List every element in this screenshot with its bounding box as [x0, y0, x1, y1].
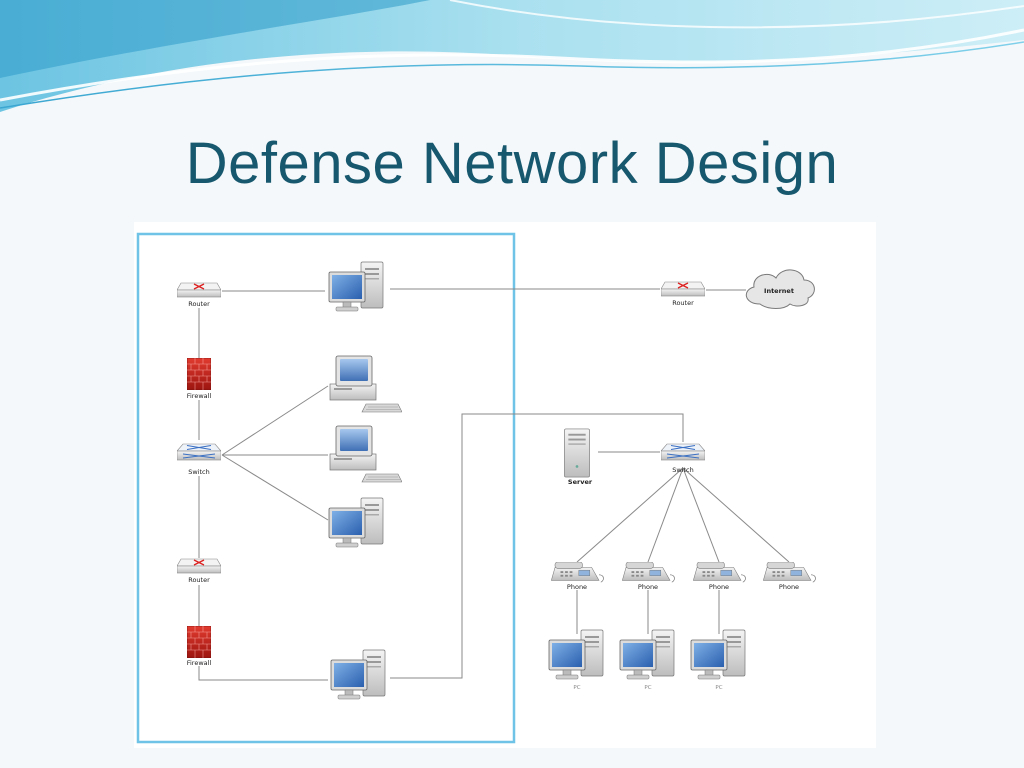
- firewall-icon: [187, 626, 211, 658]
- internet-cloud-icon: [745, 269, 815, 309]
- switch-label: Switch: [672, 466, 694, 474]
- phone-label: Phone: [709, 583, 729, 591]
- pc-label: PC: [573, 685, 580, 691]
- router-icon: [177, 558, 221, 574]
- router-label: Router: [188, 576, 210, 584]
- router-label: Router: [672, 299, 694, 307]
- server-icon: [564, 428, 590, 478]
- pc-label: PC: [715, 685, 722, 691]
- header-wave-decoration: [0, 0, 1024, 112]
- phone-label: Phone: [567, 583, 587, 591]
- internet-label: Internet: [764, 287, 794, 295]
- phone-label: Phone: [638, 583, 658, 591]
- lan-boundary-frame: [136, 232, 516, 744]
- server-label: Server: [568, 478, 593, 486]
- switch-icon: [177, 443, 221, 461]
- firewall-icon: [187, 358, 211, 390]
- pc-label: PC: [644, 685, 651, 691]
- router-icon: [177, 282, 221, 298]
- network-links: [198, 288, 790, 681]
- router-icon: [661, 281, 705, 297]
- firewall-label: Firewall: [187, 659, 212, 667]
- switch-label: Switch: [188, 468, 210, 476]
- firewall-label: Firewall: [187, 392, 212, 400]
- diagram-background: [134, 222, 876, 748]
- phone-label: Phone: [779, 583, 799, 591]
- switch-icon: [661, 443, 705, 461]
- router-label: Router: [188, 300, 210, 308]
- slide-title: Defense Network Design: [185, 131, 839, 196]
